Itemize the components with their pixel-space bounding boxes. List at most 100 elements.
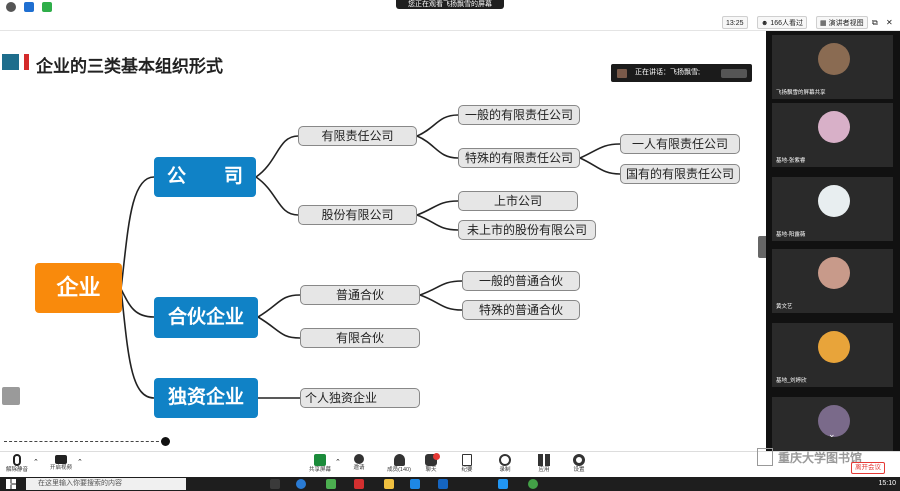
gear-icon (573, 454, 585, 466)
node-sole-proprietorship: 独资企业 (154, 378, 258, 418)
connector-root-company (120, 176, 155, 290)
viewer-count[interactable]: ☻ 166人看过 (757, 16, 808, 29)
node-limited-partnership: 有限合伙 (300, 328, 420, 348)
participant-avatar (818, 331, 850, 363)
participant-name: 黄文艺 (776, 304, 793, 310)
participant-avatar (818, 111, 850, 143)
annotation-tool-icon[interactable] (2, 387, 20, 405)
participant-tile[interactable]: 黄文艺 (772, 249, 893, 313)
node-individual-sole-proprietorship: 个人独资企业 (300, 388, 420, 408)
signal-icon[interactable] (42, 2, 52, 12)
chrome-icon[interactable] (528, 479, 538, 489)
participant-avatar (818, 185, 850, 217)
record-button[interactable]: 录制 (492, 453, 518, 477)
connector-joint-unlisted (416, 214, 459, 231)
collapse-panel-handle[interactable] (758, 236, 766, 258)
notes-icon (462, 454, 472, 466)
leave-meeting-button[interactable]: 离开会议 (851, 462, 885, 474)
word-icon[interactable] (410, 479, 420, 489)
windows-start-icon[interactable] (6, 479, 16, 489)
title-accent-red (24, 54, 29, 70)
node-special-llc: 特殊的有限责任公司 (458, 148, 580, 168)
share-screen-button[interactable]: 共享屏幕 (307, 453, 333, 477)
connector-special-state (579, 157, 621, 175)
file-explorer-icon[interactable] (384, 479, 394, 489)
chevron-up-icon[interactable]: ⌃ (77, 459, 83, 466)
library-watermark: 重庆大学图书馆 (778, 451, 863, 465)
notes-button[interactable]: 纪要 (454, 453, 480, 477)
taskbar-search-input[interactable]: 在这里输入你要搜索的内容 (26, 478, 186, 490)
task-view-icon[interactable] (270, 479, 280, 489)
chat-label: 聊天 (425, 467, 437, 473)
connector-joint-listed (416, 200, 459, 216)
node-general-general-partnership: 一般的普通合伙 (462, 271, 580, 291)
node-general-partnership: 普通合伙 (300, 285, 420, 305)
taskbar-clock[interactable]: 15:10 (878, 480, 896, 487)
word-icon[interactable] (438, 479, 448, 489)
library-logo-icon (757, 448, 773, 466)
node-listed-company: 上市公司 (458, 191, 578, 211)
playback-scrubber-handle[interactable] (161, 437, 170, 446)
node-general-llc: 一般的有限责任公司 (458, 105, 580, 125)
slide-title: 企业的三类基本组织形式 (36, 57, 223, 76)
connector-partnership-limited (257, 316, 301, 339)
apps-button[interactable]: 应用 (531, 453, 557, 477)
connector-company-joint (255, 176, 299, 216)
participant-avatar (818, 405, 850, 437)
settings-label: 设置 (573, 467, 585, 473)
notes-label: 纪要 (461, 467, 473, 473)
node-joint-stock-company: 股份有限公司 (298, 205, 417, 225)
acrobat-icon[interactable] (354, 479, 364, 489)
viewer-count-label: 166人看过 (770, 20, 804, 27)
connector-llc-special (416, 135, 459, 159)
shield-icon[interactable] (24, 2, 34, 12)
chevron-down-icon[interactable]: ⌄ (828, 429, 836, 439)
participant-tile[interactable]: 基地_刘婷欣 (772, 323, 893, 387)
apps-grid-icon (538, 454, 550, 466)
active-speaker-indicator: 正在讲话：飞扬飘雪; (611, 64, 752, 82)
connector-root-partnership (120, 288, 155, 318)
meeting-status-bar: 13:25 ☻ 166人看过 ▦ 演讲者视图 ⧉ ✕ (0, 14, 900, 31)
connector-special-one (579, 143, 621, 159)
invite-label: 邀请 (353, 465, 365, 471)
members-label: 成员(140) (387, 467, 411, 473)
people-icon: ☻ (761, 20, 769, 27)
chevron-up-icon[interactable]: ⌃ (33, 459, 39, 466)
info-icon[interactable] (6, 2, 16, 12)
unmute-button[interactable]: 解除静音 (4, 453, 30, 477)
chat-button[interactable]: 聊天 (418, 453, 444, 477)
node-state-owned-llc: 国有的有限责任公司 (620, 164, 740, 184)
connector-gp-general (419, 280, 463, 296)
participant-tile[interactable]: 基地-阳露薇 (772, 177, 893, 241)
invite-button[interactable]: 邀请 (346, 453, 372, 477)
participant-tile[interactable]: 飞扬飘雪的屏幕共享 (772, 35, 893, 99)
screen-share-banner: 您正在观看飞扬飘雪的屏幕 (396, 0, 504, 9)
participant-tile[interactable]: ⌄ (772, 397, 893, 451)
camera-off-icon (55, 455, 67, 464)
shared-slide: 企业的三类基本组织形式 正在讲话：飞扬飘雪; 企业 公 司 (0, 32, 766, 446)
microphone-muted-icon (13, 454, 21, 466)
connector-llc-general (416, 114, 459, 137)
participant-name: 基地-阳露薇 (776, 232, 806, 238)
share-screen-label: 共享屏幕 (308, 467, 331, 473)
meeting-app-icon[interactable] (498, 479, 508, 489)
settings-button[interactable]: 设置 (566, 453, 592, 477)
start-video-label: 开启视频 (49, 465, 72, 471)
title-accent-teal (2, 54, 19, 70)
edge-browser-icon[interactable] (296, 479, 306, 489)
start-video-button[interactable]: 开启视频 (48, 453, 74, 477)
restore-window-icon[interactable]: ⧉ (872, 18, 878, 27)
connector-company-llc (255, 135, 299, 178)
close-window-icon[interactable]: ✕ (886, 18, 893, 27)
connector-partnership-general (257, 294, 301, 318)
system-top-bar: 您正在观看飞扬飘雪的屏幕 (0, 0, 900, 14)
view-mode-toggle[interactable]: ▦ 演讲者视图 (816, 16, 868, 29)
app-icon[interactable] (326, 479, 336, 489)
mindmap-connectors (120, 114, 621, 399)
chat-notification-badge (433, 453, 440, 460)
chevron-up-icon[interactable]: ⌃ (335, 459, 341, 466)
playback-scrubber-track[interactable] (4, 441, 164, 442)
participant-tile[interactable]: 基地-张紫睿 (772, 103, 893, 167)
participant-avatar (818, 43, 850, 75)
members-button[interactable]: 成员(140) (384, 453, 414, 477)
